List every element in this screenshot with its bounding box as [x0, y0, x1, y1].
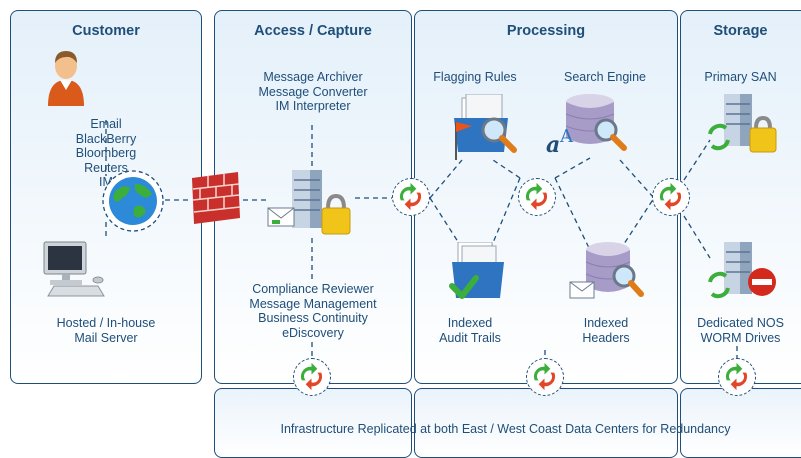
headers-rc3-connector — [619, 197, 655, 251]
compliance-reviewer-label: Compliance Reviewer — [252, 282, 374, 296]
primary-san-label: Primary SAN — [704, 70, 777, 84]
message-converter-label: Message Converter — [258, 84, 368, 99]
nos-line-1: Dedicated NOS — [697, 316, 784, 330]
rc2-flagging-connector — [489, 157, 521, 179]
computer-icon — [43, 241, 105, 297]
san-server-icon — [708, 94, 777, 153]
customer-title: Customer — [72, 23, 140, 39]
nos-server-icon — [708, 242, 776, 299]
search-database-icon: a A — [546, 94, 627, 156]
svg-text:a: a — [546, 132, 560, 156]
svg-text:A: A — [559, 126, 574, 147]
storage-title: Storage — [713, 23, 768, 39]
access-bottom-list: Compliance Reviewer Message Management B… — [214, 282, 412, 340]
access-top-list: Message Archiver Message Converter IM In… — [214, 70, 412, 114]
connector-lines — [105, 120, 738, 358]
dedicated-nos-label: Dedicated NOS WORM Drives — [680, 316, 801, 345]
ediscovery-label: eDiscovery — [282, 325, 344, 340]
audit-trails-line-2: Audit Trails — [439, 330, 501, 345]
nos-line-2: WORM Drives — [700, 330, 781, 345]
search-rc3-connector — [619, 159, 655, 199]
message-type-email: Email — [90, 117, 122, 131]
search-engine-label: Search Engine — [563, 70, 646, 84]
flagging-rules-label: Flagging Rules — [433, 70, 517, 84]
rc1-audit-connector — [429, 197, 463, 249]
access-capture-title: Access / Capture — [254, 23, 372, 39]
audit-trails-line-1: Indexed — [447, 316, 493, 330]
im-interpreter-label: IM Interpreter — [275, 99, 351, 113]
storage-panel — [680, 10, 801, 384]
recycle-icon — [526, 358, 564, 396]
rc1-flagging-connector — [429, 159, 463, 199]
message-type-blackberry: BlackBerry — [75, 131, 137, 146]
customer-message-types: Email BlackBerry Bloomberg Reuters IM — [10, 117, 202, 190]
rc3-san-connector — [683, 139, 711, 181]
mail-server-label: Hosted / In-house Mail Server — [10, 316, 202, 345]
business-continuity-label: Business Continuity — [258, 311, 368, 325]
recycle-icon — [718, 358, 756, 396]
message-type-reuters: Reuters — [84, 160, 128, 175]
server-lock-icon — [267, 170, 351, 235]
message-archiver-label: Message Archiver — [263, 70, 363, 84]
message-type-bloomberg: Bloomberg — [75, 146, 137, 160]
audit-folder-icon — [449, 242, 504, 299]
recycle-icon — [518, 178, 556, 216]
recycle-icon — [293, 358, 331, 396]
indexed-audit-trails-label: Indexed Audit Trails — [420, 316, 520, 345]
rc2-audit-connector — [489, 177, 521, 251]
headers-database-icon — [569, 242, 644, 299]
mail-server-line-2: Mail Server — [74, 330, 138, 345]
person-icon — [48, 51, 84, 106]
globe-icon — [102, 170, 164, 232]
flag-folder-icon — [454, 94, 517, 160]
recycle-icon — [392, 178, 430, 216]
mail-server-line-1: Hosted / In-house — [56, 316, 156, 330]
recycle-icon — [652, 178, 690, 216]
processing-title: Processing — [506, 23, 586, 39]
rc2-headers-connector — [554, 177, 591, 251]
message-management-label: Message Management — [249, 296, 377, 311]
headers-line-1: Indexed — [583, 316, 629, 330]
firewall-icon — [192, 172, 241, 224]
rc2-search-connector — [554, 157, 591, 179]
replication-footer: Infrastructure Replicated at both East /… — [280, 422, 731, 436]
headers-line-2: Headers — [582, 330, 630, 345]
indexed-headers-label: Indexed Headers — [556, 316, 656, 345]
